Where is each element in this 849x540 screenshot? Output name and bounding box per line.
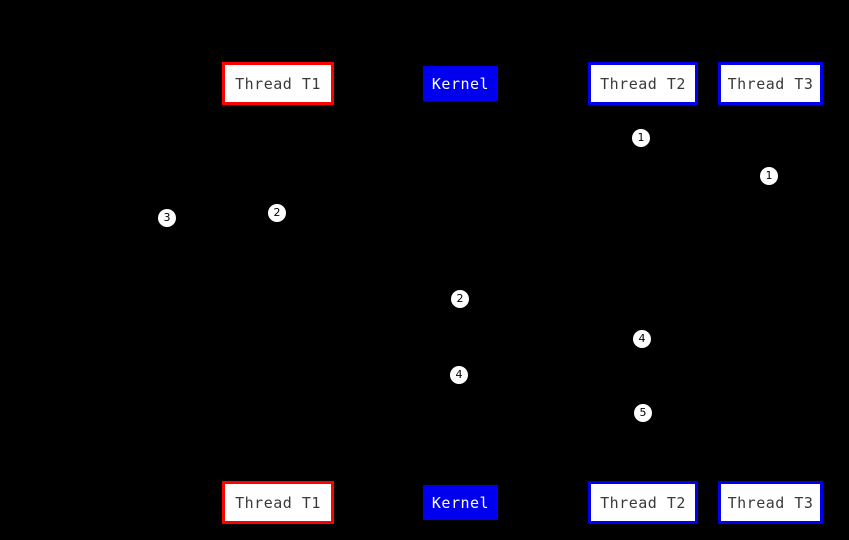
participant-label-t3-bottom: Thread T3 [727,493,814,512]
step-badge: 5 [634,404,652,422]
participant-label-t2-bottom: Thread T2 [600,493,686,512]
step-badge: 1 [760,167,778,185]
step-badge: 1 [632,129,650,147]
participant-box-kernel-bottom[interactable]: Kernel [423,485,498,520]
participant-box-t3-bottom[interactable]: Thread T3 [718,481,823,524]
lifeline-t1 [278,105,279,481]
step-badge: 2 [451,290,469,308]
step-badge: 2 [268,204,286,222]
message-arrow-6 [460,348,643,349]
message-arrow-7 [460,384,643,385]
participant-box-t1-top[interactable]: Thread T1 [222,62,334,105]
message-arrow-4 [150,227,278,228]
lifeline-t3 [770,105,771,481]
message-arrowhead-8 [460,418,468,426]
message-arrow-5 [278,308,460,309]
participant-label-t3-top: Thread T3 [727,74,814,93]
message-arrow-3 [278,222,460,223]
participant-box-t3-top[interactable]: Thread T3 [718,62,823,105]
participant-box-kernel-top[interactable]: Kernel [423,66,498,101]
message-arrowhead-6 [635,344,643,352]
participant-box-t2-bottom[interactable]: Thread T2 [588,481,698,524]
lifeline-t2 [643,105,644,481]
message-arrowhead-3 [278,218,286,226]
participant-label-kernel-bottom: Kernel [431,493,490,512]
participant-label-t1-top: Thread T1 [235,74,321,93]
message-arrow-2 [460,185,770,186]
step-badge: 4 [450,366,468,384]
step-badge: 4 [633,330,651,348]
participant-label-t1-bottom: Thread T1 [235,493,321,512]
participant-label-kernel-top: Kernel [431,74,490,93]
message-arrowhead-4 [150,223,158,231]
step-badge: 3 [158,209,176,227]
message-arrowhead-2 [460,181,468,189]
message-arrow-1 [460,147,643,148]
participant-box-t1-bottom[interactable]: Thread T1 [222,481,334,524]
participant-label-t2-top: Thread T2 [600,74,686,93]
message-arrowhead-5 [452,304,460,312]
message-arrowhead-7 [635,380,643,388]
message-arrowhead-1 [460,143,468,151]
message-arrow-8 [460,422,643,423]
participant-box-t2-top[interactable]: Thread T2 [588,62,698,105]
